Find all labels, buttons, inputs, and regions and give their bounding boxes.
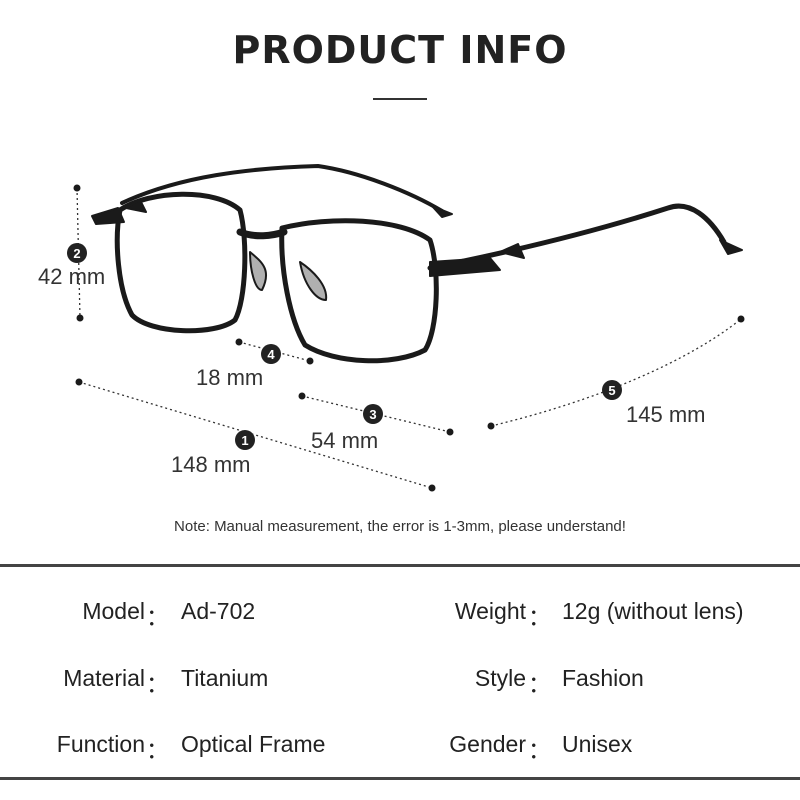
spec-value-material: Titanium [181,665,269,691]
glasses-diagram: 2 4 3 1 5 [67,164,745,492]
spec-key-model: Model [82,598,145,624]
measurement-badges: 2 4 3 1 5 [67,243,622,450]
measurement-label-3: 54 mm [311,428,379,453]
endpoint [75,378,83,386]
badge-number: 2 [73,246,80,261]
endpoint [298,392,306,400]
measurement-endpoints [73,184,745,492]
hinge-detail [429,257,501,277]
measurement-lines [76,187,742,489]
measurement-label-4: 18 mm [196,365,264,390]
spec-key-weight: Weight [454,598,526,624]
spec-value-weight: 12g (without lens) [562,598,744,624]
badge-number: 1 [241,433,248,448]
spec-colon: ： [528,604,551,630]
spec-colon: ： [528,737,551,763]
spec-key-gender: Gender [449,731,526,757]
spec-value-gender: Unisex [562,731,633,757]
right-lens-frame [279,218,439,364]
spec-colon: ： [146,671,169,697]
bridge [236,228,288,240]
badge-3: 3 [363,404,383,424]
far-temple-arm [120,164,444,213]
badge-2: 2 [67,243,87,263]
near-temple-tip [719,239,743,255]
measurement-label-2: 42 mm [38,264,106,289]
spec-row: Function ： Optical Frame Gender ： Unisex [0,731,800,763]
spec-key-function: Function [56,731,145,757]
specs-top-divider [0,564,800,567]
spec-value-function: Optical Frame [181,731,326,757]
spec-row: Model ： Ad-702 Weight ： 12g (without len… [0,598,800,630]
measure-line-1 [78,381,433,489]
endpoint [446,428,454,436]
endpoint [737,315,745,323]
measurement-label-1: 148 mm [171,452,251,477]
title-underline [373,98,427,100]
badge-4: 4 [261,344,281,364]
badge-5: 5 [602,380,622,400]
left-lens-frame [114,191,248,334]
endpoint [428,484,436,492]
badge-number: 5 [608,383,615,398]
measurement-note: Note: Manual measurement, the error is 1… [174,518,626,535]
measurement-label-5: 145 mm [626,402,706,427]
spec-value-style: Fashion [562,665,644,691]
endpoint [487,422,495,430]
spec-key-style: Style [474,665,526,691]
badge-number: 4 [267,347,275,362]
spec-colon: ： [146,604,169,630]
near-temple-arm [427,203,727,271]
badge-1: 1 [235,430,255,450]
page-title: PRODUCT INFO [232,28,568,72]
spec-key-material: Material [63,665,145,691]
spec-colon: ： [146,737,169,763]
endpoint [76,314,84,322]
spec-row: Material ： Titanium Style ： Fashion [0,665,800,697]
far-temple-tip [431,205,453,218]
left-end-piece [91,207,125,225]
glasses-illustration [91,164,743,364]
specs-bottom-divider [0,777,800,780]
right-nose-pad [299,261,328,301]
endpoint [306,357,314,365]
spec-value-model: Ad-702 [181,598,256,624]
endpoint [73,184,81,192]
left-nose-pad [249,251,268,291]
badge-number: 3 [369,407,376,422]
spec-colon: ： [528,671,551,697]
endpoint [235,338,243,346]
